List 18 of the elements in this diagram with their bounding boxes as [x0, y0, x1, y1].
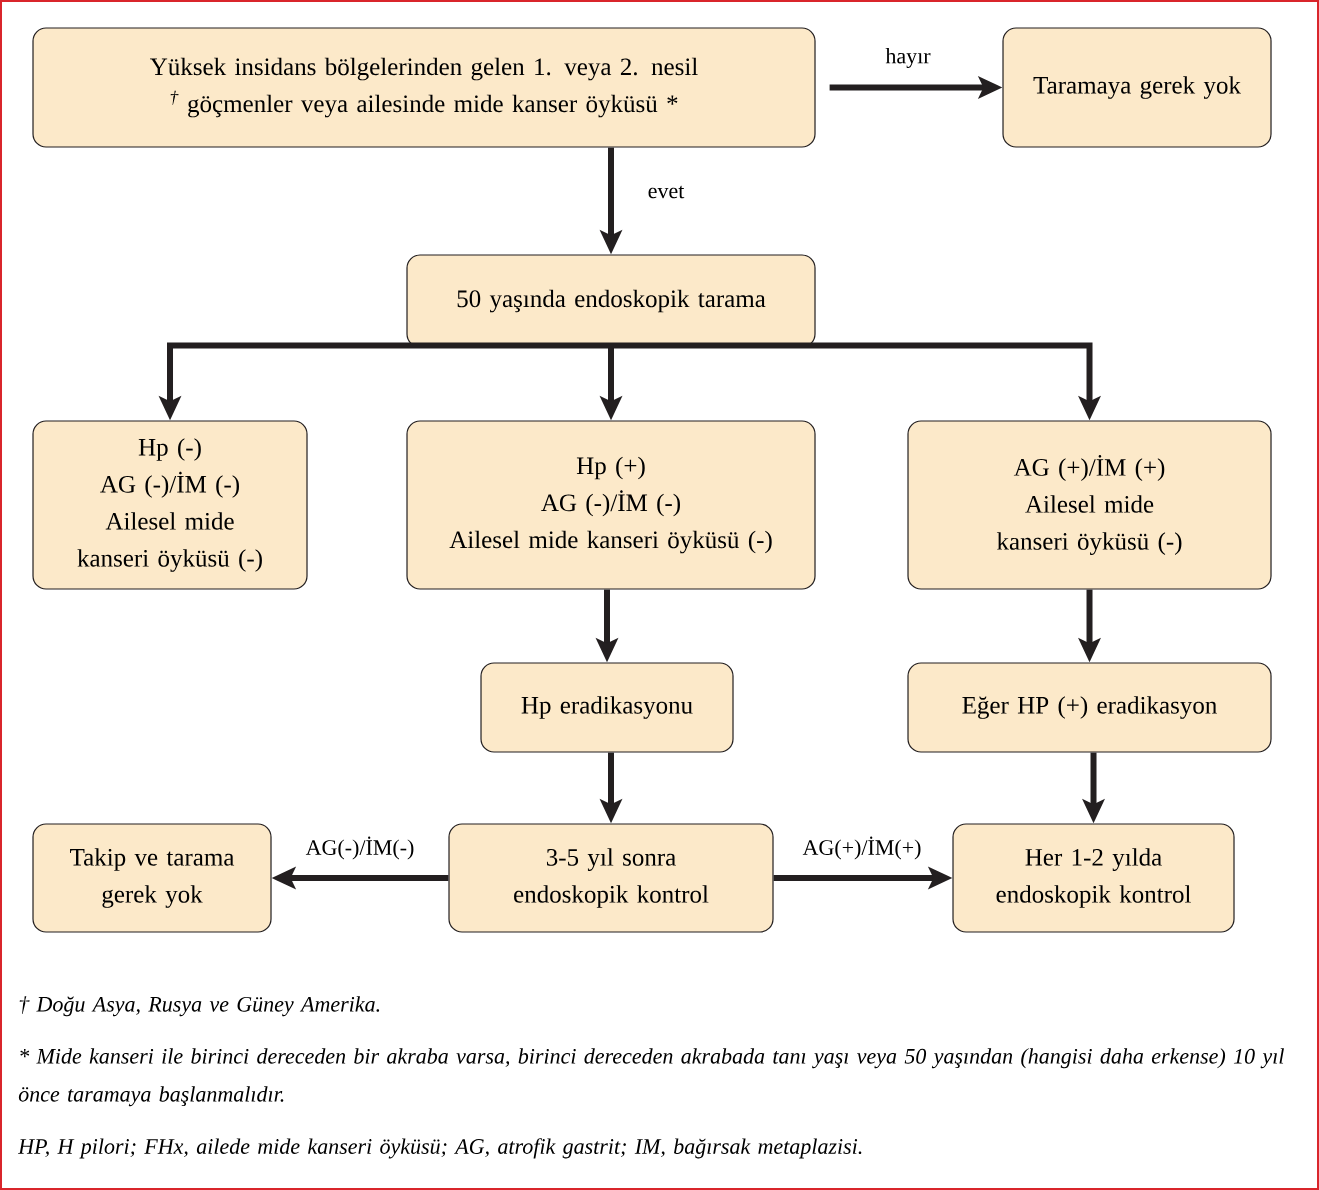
process-box: Taramaya gerek yok [1002, 27, 1272, 148]
process-box: Hp (-) AG (-)/İM (-) Ailesel mide kanseri öyküsü (-) [32, 420, 308, 590]
process-box: Hp (+) AG (-)/İM (-) Ailesel mide kanseri öyküsü (-) [406, 420, 816, 590]
process-box: Hp eradikasyonu [480, 662, 734, 753]
process-box: Yüksek insidans bölgelerinden gelen 1. veya 2. nesil $^{†}$ göçmenler veya ailesinde mide kanser öyküsü * [32, 27, 816, 148]
process-box: Her 1-2 yılda endoskopik kontrol [952, 823, 1235, 933]
footnote: † Doğu Asya, Rusya ve Güney Amerika. [19, 996, 380, 1017]
process-box: Eğer HP (+) eradikasyon [907, 662, 1272, 753]
edge-label: hayır [883, 46, 933, 70]
process-box: 3-5 yıl sonra endoskopik kontrol [448, 823, 774, 933]
edge-label: AG(+)/İM(+) [800, 834, 924, 862]
edge-label: evet [645, 183, 687, 201]
footnote: HP, H pilori; FHx, ailede mide kanseri öyküsü; AG, atrofik gastrit; IM, bağırsak metaplazisi. [17, 1138, 862, 1159]
edge-label: AG(-)/İM(-) [303, 834, 417, 862]
process-box: Takip ve tarama gerek yok [32, 823, 272, 933]
process-box: AG (+)/İM (+) Ailesel mide kanseri öyküsü (-) [907, 420, 1272, 590]
process-box: 50 yaşında endoskopik tarama [406, 254, 816, 348]
footnote: * Mide kanseri ile birinci dereceden bir akraba varsa, birinci dereceden akrabada tanı yaşı veya 50 yaşından (hangisi daha erkense) 10 yıl önce taramaya başlanmalıdır. [18, 1048, 1284, 1107]
